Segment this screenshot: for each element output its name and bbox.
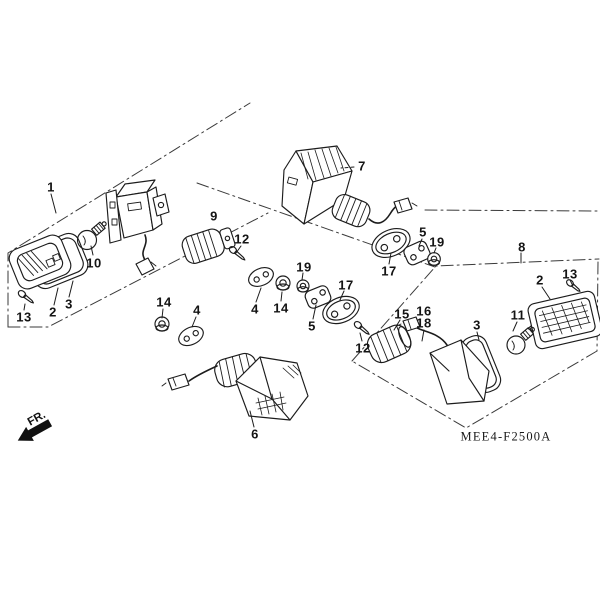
part-plate-4-mid bbox=[248, 267, 274, 287]
part-lens-2-right bbox=[527, 290, 600, 350]
fr-arrow-icon: FR. bbox=[17, 409, 53, 441]
part-screw-13-right bbox=[566, 279, 581, 292]
callout-12-upper: 12 bbox=[234, 231, 250, 247]
part-boot-15 bbox=[366, 324, 412, 364]
part-housing-right bbox=[429, 339, 490, 405]
part-nut-19-mid bbox=[296, 279, 310, 293]
part-bulb-10 bbox=[76, 221, 107, 251]
callout-6: 6 bbox=[251, 426, 259, 442]
part-housing-front-left bbox=[105, 179, 170, 276]
callout-19-mid: 19 bbox=[296, 259, 312, 275]
callout-4-mid: 4 bbox=[251, 301, 259, 317]
part-nut-19-upper bbox=[427, 252, 441, 266]
part-bulb-11 bbox=[506, 326, 535, 355]
part-winker-6 bbox=[161, 352, 309, 421]
callout-1: 1 bbox=[47, 179, 55, 195]
callout-19-upper: 19 bbox=[429, 234, 445, 250]
part-base-17-upper bbox=[371, 228, 411, 258]
part-screw-13-left bbox=[17, 290, 35, 304]
part-boot-9 bbox=[181, 227, 236, 264]
part-bracket-5-mid bbox=[304, 285, 332, 309]
part-winker-7 bbox=[281, 145, 418, 228]
callout-5-mid: 5 bbox=[308, 318, 316, 334]
callout-13-left: 13 bbox=[16, 309, 32, 325]
callout-4-left: 4 bbox=[193, 302, 201, 318]
diagram-part-code: MEE4-F2500A bbox=[460, 429, 552, 444]
callout-17-upper: 17 bbox=[381, 263, 397, 279]
callout-14-left: 14 bbox=[156, 294, 172, 310]
part-wire-16-18 bbox=[396, 316, 448, 346]
part-screw-12-mid bbox=[353, 320, 370, 335]
callout-18: 18 bbox=[416, 315, 432, 331]
part-plate-4-left bbox=[178, 325, 204, 347]
part-nut-14-left bbox=[154, 316, 170, 332]
callout-2-right: 2 bbox=[536, 272, 544, 288]
callout-3-left: 3 bbox=[65, 296, 73, 312]
callout-12-mid: 12 bbox=[355, 340, 371, 356]
part-lens-2-left bbox=[8, 234, 72, 290]
callout-16: 16 bbox=[416, 303, 432, 319]
callout-3-right: 3 bbox=[473, 317, 481, 333]
callout-10: 10 bbox=[86, 255, 102, 271]
part-bracket-5-upper bbox=[403, 240, 431, 266]
callout-7: 7 bbox=[358, 158, 366, 174]
part-nut-14-mid bbox=[275, 275, 291, 291]
part-base-17-mid bbox=[322, 295, 360, 325]
callout-17-mid: 17 bbox=[338, 277, 354, 293]
callout-2-left: 2 bbox=[49, 304, 57, 320]
callout-11: 11 bbox=[510, 307, 526, 323]
callout-5-upper: 5 bbox=[419, 224, 427, 240]
callout-13-right: 13 bbox=[562, 266, 578, 282]
callout-8: 8 bbox=[518, 239, 526, 255]
callout-14-mid: 14 bbox=[273, 300, 289, 316]
callout-15: 15 bbox=[394, 306, 410, 322]
callout-9: 9 bbox=[210, 208, 218, 224]
callout-leader-lines bbox=[23, 166, 573, 428]
